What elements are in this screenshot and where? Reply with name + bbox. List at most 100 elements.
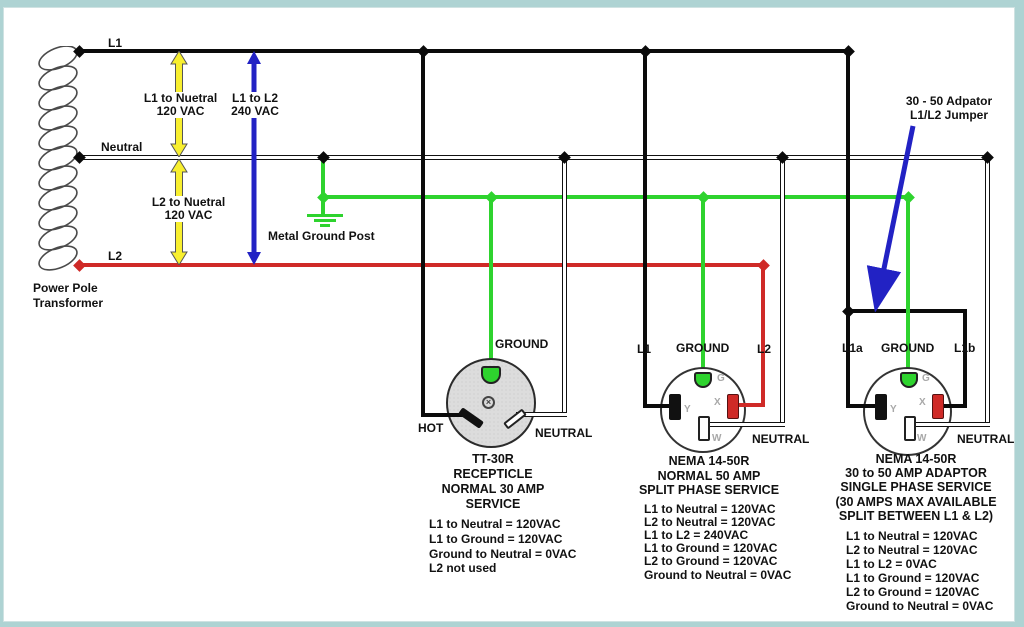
neutral-bus-wire — [78, 155, 990, 160]
adaptor-note-line2: L1/L2 Jumper — [909, 107, 989, 122]
nema-adaptor-spec-line: L2 to Neutral = 120VAC — [846, 543, 978, 558]
transformer-label: Power Pole Transformer — [33, 281, 103, 311]
transformer-label-line1: Power Pole — [33, 281, 98, 295]
adaptor-neutral-stub-wire — [913, 422, 990, 427]
nema-adaptor-ground-label: GROUND — [881, 341, 935, 355]
nema-normal-spec-line: Ground to Neutral = 0VAC — [644, 567, 792, 582]
nema-adaptor-spec-line: L1 to Neutral = 120VAC — [846, 529, 978, 544]
nema-normal-specs: L1 to Neutral = 120VAC L2 to Neutral = 1… — [633, 501, 792, 582]
nema-normal-text-block: NEMA 14-50R NORMAL 50 AMP SPLIT PHASE SE… — [633, 454, 792, 582]
nema-ground-drop-wire — [701, 195, 705, 375]
l1-bus-label: L1 — [108, 36, 123, 50]
nema-normal-ground-pin — [694, 372, 712, 388]
tt30r-neutral-stub-wire — [516, 412, 567, 417]
tt30r-neutral-label: NEUTRAL — [535, 426, 593, 440]
l1-neutral-voltage-line1: L1 to Nuetral — [143, 91, 218, 105]
nema-normal-title-line: NORMAL 50 AMP — [657, 468, 761, 483]
tt30r-spec-line: L1 to Ground = 120VAC — [429, 531, 563, 546]
nema-normal-spec-line: L2 to Neutral = 120VAC — [644, 514, 776, 529]
tt30r-specs: L1 to Neutral = 120VAC L1 to Ground = 12… — [421, 517, 577, 576]
l1-l2-voltage-line1: L1 to L2 — [231, 91, 278, 105]
adaptor-note-label: 30 - 50 Adpator L1/L2 Jumper — [890, 94, 1008, 122]
tt30r-ground-label: GROUND — [495, 337, 549, 351]
earth-symbol-bar1 — [307, 214, 343, 217]
l2-neutral-voltage-line1: L2 to Nuetral — [151, 195, 226, 209]
nema-normal-x-slot — [727, 394, 739, 419]
tt30r-title-line: RECEPTICLE — [453, 467, 533, 481]
nema-normal-w-slot — [698, 416, 710, 441]
nema-adaptor-w-pin-label: W — [917, 433, 927, 444]
tt30r-center-screw-icon: × — [482, 396, 495, 409]
l1-l2-arrow — [247, 51, 261, 265]
tt30r-neutral-drop-wire — [562, 160, 567, 417]
nema-adaptor-title-line: NEMA 14-50R — [875, 452, 957, 466]
tt30r-title-line: NORMAL 30 AMP — [441, 482, 545, 496]
nema-adaptor-w-slot — [904, 416, 916, 441]
nema-adaptor-x-slot — [932, 394, 944, 419]
nema-normal-spec-line: L1 to Neutral = 120VAC — [644, 501, 776, 516]
tt30r-hot-stub-wire — [421, 413, 467, 417]
nema-adaptor-spec-line: Ground to Neutral = 0VAC — [846, 599, 994, 614]
ground-post-label: Metal Ground Post — [268, 229, 375, 243]
tt30r-hot-label: HOT — [418, 421, 444, 435]
nema-normal-neutral-label: NEUTRAL — [752, 432, 810, 446]
nema-normal-g-pin-label: G — [717, 373, 725, 384]
nema-normal-y-slot — [669, 394, 681, 420]
nema-adaptor-g-pin-label: G — [922, 373, 930, 384]
nema-normal-title-line: NEMA 14-50R — [668, 454, 750, 468]
tt30r-spec-line: Ground to Neutral = 0VAC — [429, 546, 577, 561]
nema-neutral-stub-wire — [708, 422, 785, 427]
tt30r-spec-line: L1 to Neutral = 120VAC — [429, 517, 561, 531]
nema-adaptor-y-slot — [875, 394, 887, 420]
nema-normal-y-pin-label: Y — [684, 404, 691, 415]
ground-post-drop-wire — [321, 159, 325, 215]
transformer-label-line2: Transformer — [33, 296, 104, 310]
l2-drop-nema-wire — [761, 263, 765, 406]
nema-y-stub-wire — [643, 404, 674, 408]
nema-x-stub-wire — [736, 403, 765, 407]
l1-neutral-voltage-line2: 120 VAC — [156, 104, 205, 118]
l1-drop-nema-wire — [643, 49, 647, 408]
ground-bus-wire — [321, 195, 912, 199]
nema-adaptor-spec-line: L2 to Ground = 120VAC — [846, 585, 980, 600]
tt30r-title-line: SERVICE — [465, 497, 521, 511]
nema-adaptor-specs: L1 to Neutral = 120VAC L2 to Neutral = 1… — [834, 529, 998, 613]
nema-normal-title-line: SPLIT PHASE SERVICE — [638, 483, 780, 497]
nema-adaptor-title-line: SINGLE PHASE SERVICE — [840, 480, 992, 495]
adaptor-note-line1: 30 - 50 Adpator — [905, 94, 993, 108]
tt30r-title-line: TT-30R — [472, 452, 514, 466]
l1-drop-adaptor-wire — [846, 49, 850, 408]
nema-normal-w-pin-label: W — [712, 433, 722, 444]
adaptor-y-stub-wire — [846, 404, 879, 408]
nema-normal-l1-label: L1 — [637, 342, 652, 356]
nema-normal-spec-line: L1 to L2 = 240VAC — [644, 527, 749, 542]
nema-adaptor-y-pin-label: Y — [890, 404, 897, 415]
tt30r-ground-drop-wire — [489, 195, 493, 375]
nema-adaptor-title-line: 30 to 50 AMP ADAPTOR — [845, 466, 987, 481]
nema-adaptor-ground-pin — [900, 372, 918, 388]
l2-neutral-voltage-line2: 120 VAC — [164, 208, 213, 222]
nema-normal-spec-line: L2 to Ground = 120VAC — [644, 554, 778, 569]
earth-symbol-bar3 — [320, 224, 330, 227]
l1-neutral-voltage-label: L1 to Nuetral 120 VAC — [133, 92, 228, 118]
l1-bus-wire — [78, 49, 851, 53]
jumper-pointer-arrow — [866, 125, 916, 312]
neutral-bus-label: Neutral — [101, 140, 143, 154]
nema-normal-ground-label: GROUND — [676, 341, 730, 355]
l1-drop-tt30r-wire — [421, 49, 425, 417]
adaptor-x-stub-wire — [940, 404, 967, 408]
nema-adaptor-x-pin-label: X — [919, 397, 926, 408]
tt30r-spec-line: L2 not used — [429, 561, 497, 576]
earth-symbol-bar2 — [314, 219, 336, 222]
nema-adaptor-spec-line: L1 to Ground = 120VAC — [846, 571, 980, 586]
transformer-coil — [38, 46, 78, 271]
nema-adaptor-neutral-label: NEUTRAL — [957, 432, 1015, 446]
nema-adaptor-l1a-label: L1a — [842, 341, 863, 355]
tt30r-text-block: TT-30R RECEPTICLE NORMAL 30 AMP SERVICE … — [421, 452, 577, 576]
nema-adaptor-text-block: NEMA 14-50R 30 to 50 AMP ADAPTOR SINGLE … — [834, 452, 998, 613]
l1-l2-voltage-line2: 240 VAC — [231, 104, 279, 118]
nema-adaptor-title-line: SPLIT BETWEEN L1 & L2) — [838, 508, 994, 523]
tt30r-ground-pin — [481, 366, 501, 384]
adaptor-neutral-drop-wire — [985, 160, 990, 427]
